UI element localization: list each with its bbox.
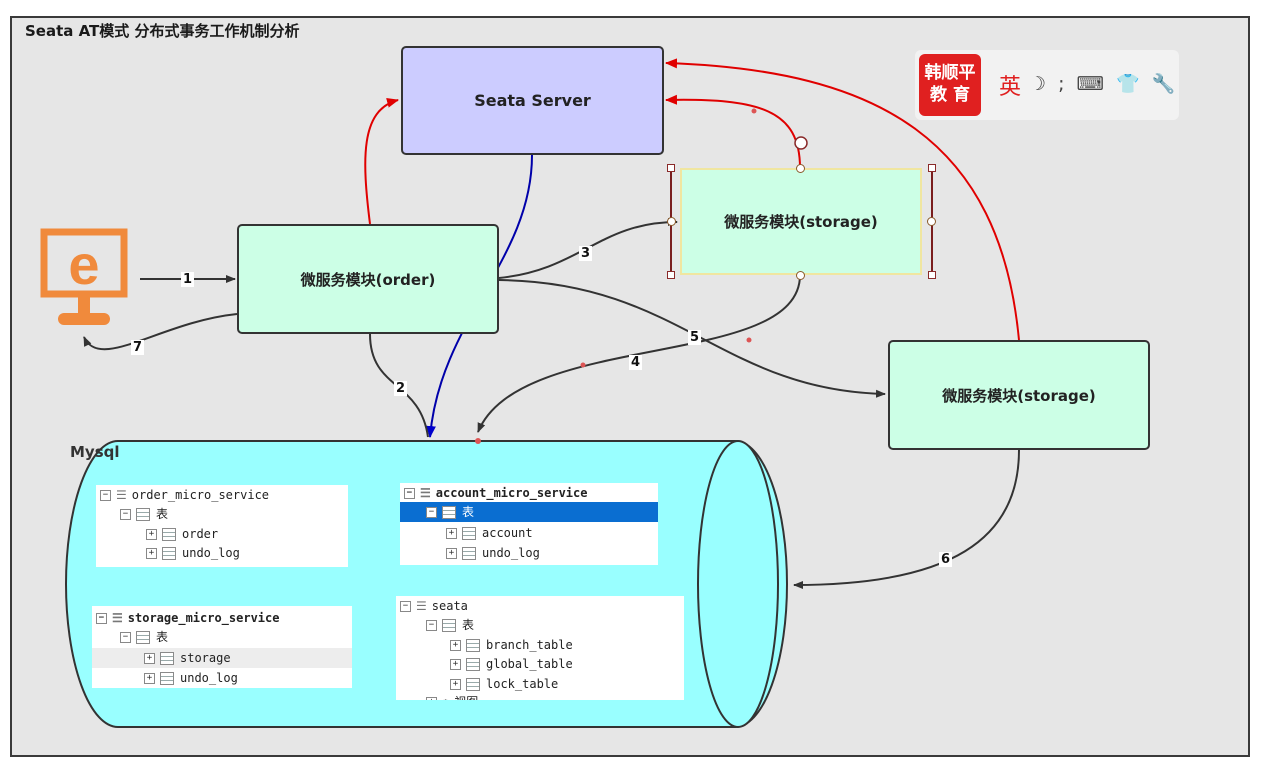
table-group-icon [136,508,150,521]
table-item: account [482,526,533,540]
brand-toolbar: 韩顺平教 育 英 ☽ ; ⌨ 👕 🔧 [915,50,1179,120]
edge-label-5: 5 [688,330,702,345]
edge-label-2: 2 [394,381,408,396]
table-group-icon [442,619,456,632]
edge-order-to-server [364,97,399,225]
connect-handle-bottom[interactable] [796,271,805,280]
table-icon [160,652,174,665]
table-item: branch_table [486,638,573,652]
storage-service-node-selected[interactable]: 微服务模块(storage) [680,168,922,275]
table-icon [462,527,476,540]
order-service-node[interactable]: 微服务模块(order) [237,224,499,334]
table-icon [160,672,174,685]
brand-logo: 韩顺平教 育 [919,54,981,116]
resize-handle-tl[interactable] [667,164,675,172]
edge-label-7: 7 [131,340,145,355]
edge-storage-to-server [665,94,801,169]
table-item: undo_log [180,671,238,685]
table-icon [162,528,176,541]
database-icon: ☰ [416,599,427,613]
mysql-label: Mysql [70,443,120,461]
svg-text:e: e [68,233,99,296]
table-item: lock_table [486,677,559,691]
table-icon [466,658,480,671]
resize-handle-br[interactable] [928,271,936,279]
edge-6 [793,449,1020,589]
db-panel-order: −☰order_micro_service −表 +order +undo_lo… [96,485,348,567]
db-name: order_micro_service [131,488,270,502]
table-item: order [182,527,219,541]
db-panel-storage: −☰storage_micro_service −表 +storage +und… [92,606,352,688]
table-icon [466,639,480,652]
database-icon: ☰ [420,486,431,500]
table-item: global_table [486,657,573,671]
table-item: storage [180,651,231,665]
resize-handle-tr[interactable] [928,164,936,172]
edge-label-1: 1 [181,272,195,287]
database-icon: ☰ [112,611,123,625]
resize-handle-bl[interactable] [667,271,675,279]
language-toggle[interactable]: 英 [999,75,1022,100]
database-icon: ☰ [116,488,127,502]
table-icon [462,547,476,560]
view-icon: ◌ [442,692,449,700]
edge-label-4: 4 [629,355,643,370]
db-panel-account: −☰account_micro_service −表 +account +und… [400,483,658,565]
db-panel-seata: −☰seata −表 +branch_table +global_table +… [396,596,684,700]
table-group-icon [136,631,150,644]
seata-server-node[interactable]: Seata Server [401,46,664,155]
edge-4 [477,274,801,433]
edge-label-6: 6 [939,552,953,567]
table-item: undo_log [482,546,540,560]
connect-handle-right[interactable] [927,217,936,226]
toolbar-icons[interactable]: ☽ ; ⌨ 👕 🔧 [1029,73,1179,95]
db-name: seata [431,599,468,613]
connect-handle-left[interactable] [667,217,676,226]
table-item: undo_log [182,546,240,560]
storage-service-node[interactable]: 微服务模块(storage) [888,340,1150,450]
db-name: account_micro_service [435,486,588,500]
connect-handle-top[interactable] [796,164,805,173]
table-icon [466,678,480,691]
browser-client-icon: e [40,228,128,325]
table-group-icon [442,506,456,519]
table-icon [162,547,176,560]
edge-label-3: 3 [579,246,593,261]
page-title: Seata AT模式 分布式事务工作机制分析 [25,22,300,40]
db-name: storage_micro_service [127,611,280,625]
edge-storage2-to-server [665,58,1020,341]
